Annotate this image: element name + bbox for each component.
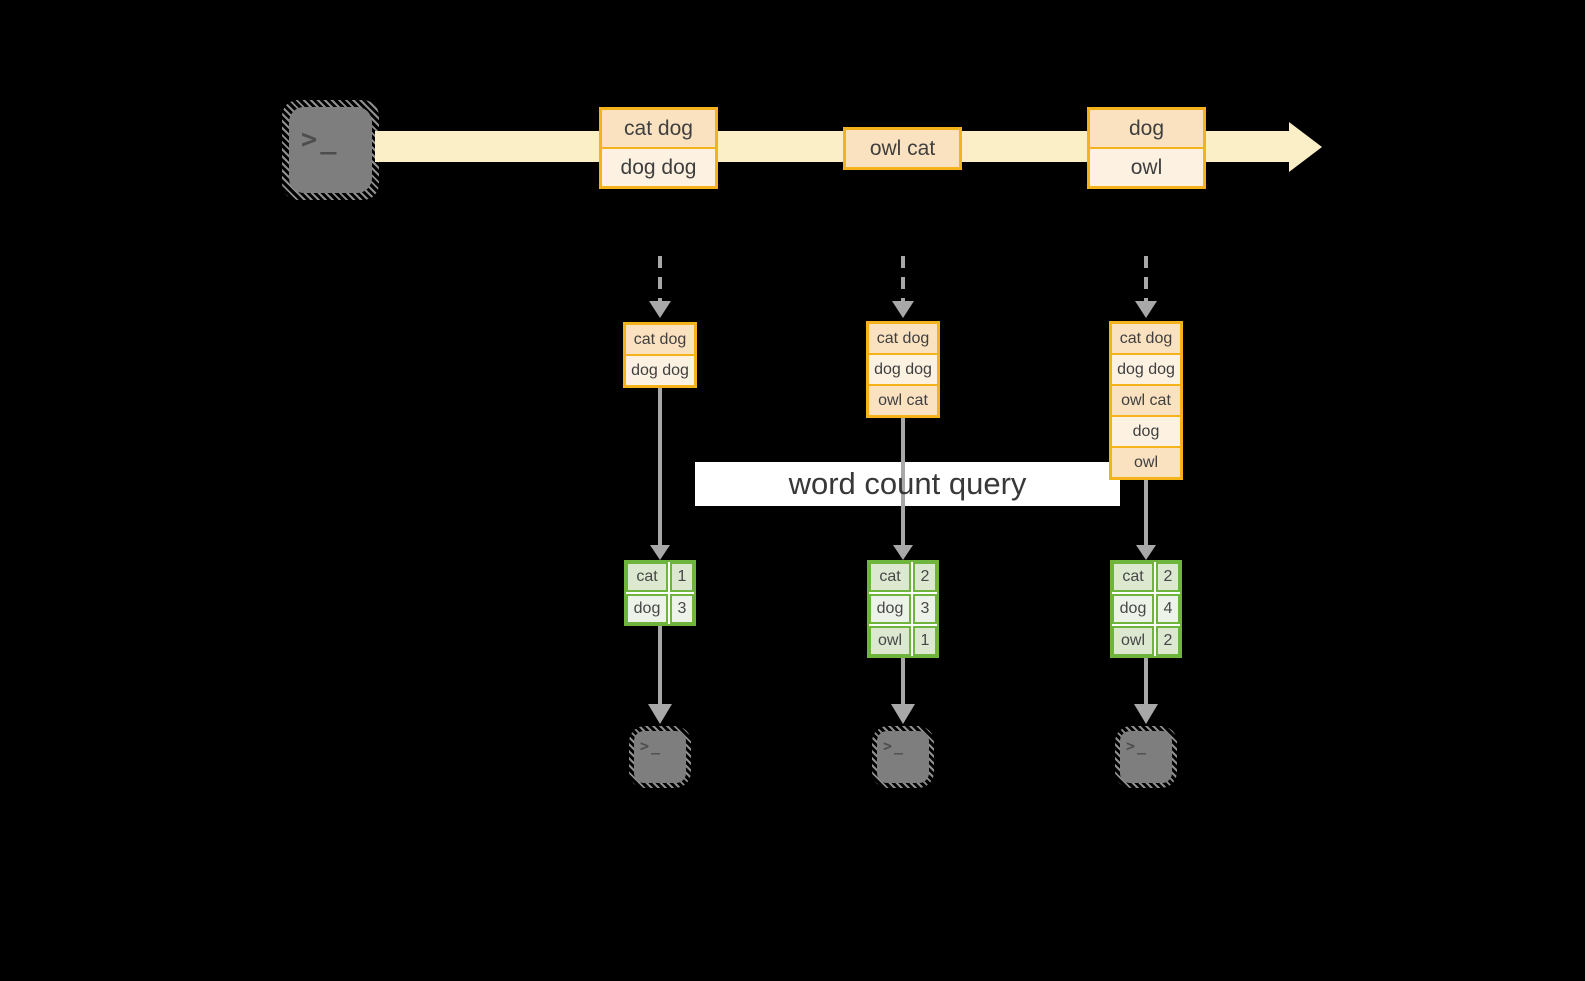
stream-record: dog dog [602,147,715,186]
input-stream-arrowhead-icon [1289,122,1322,172]
batch-stack-3: cat dog dog dog owl cat dog owl [1109,321,1183,480]
source-terminal-icon: >_ [282,100,379,200]
query-label: word count query [788,466,1027,501]
table-count-cell: 2 [1156,562,1180,592]
output-terminal-icon: >_ [872,726,934,788]
batch-record: cat dog [869,324,937,353]
output-arrowhead-icon [648,704,672,724]
table-word-cell: dog [1112,594,1154,624]
table-count-cell: 3 [670,594,694,624]
batch-dashed-line [658,256,662,302]
terminal-body [289,107,372,193]
table-word-cell: cat [1112,562,1154,592]
output-arrowhead-icon [1134,704,1158,724]
batch-record: cat dog [626,325,694,354]
batch-stack-2: cat dog dog dog owl cat [866,321,940,418]
batch-record: owl cat [869,384,937,415]
stream-record-box-3: dog owl [1087,107,1206,189]
output-flow-line [1144,658,1148,704]
batch-record: owl [1112,446,1180,477]
batch-record: dog dog [626,354,694,385]
table-word-cell: owl [869,626,911,656]
batch-dashed-arrowhead-icon [892,301,914,318]
batch-record: dog dog [1112,353,1180,384]
query-flow-arrowhead-icon [1136,545,1156,560]
table-count-cell: 3 [913,594,937,624]
table-word-cell: cat [869,562,911,592]
output-flow-line [901,658,905,704]
query-flow-arrowhead-icon [893,545,913,560]
terminal-prompt-glyph: >_ [1126,737,1149,755]
table-count-cell: 2 [1156,626,1180,656]
batch-record: dog [1112,415,1180,446]
terminal-body [877,731,929,783]
terminal-prompt-glyph: >_ [883,737,906,755]
batch-dashed-arrowhead-icon [649,301,671,318]
terminal-prompt-glyph: >_ [301,124,340,155]
stream-record-box-1: cat dog dog dog [599,107,718,189]
batch-record: cat dog [1112,324,1180,353]
stream-record: cat dog [602,110,715,147]
output-terminal-icon: >_ [629,726,691,788]
batch-record: owl cat [1112,384,1180,415]
batch-stack-1: cat dog dog dog [623,322,697,388]
batch-record: dog dog [869,353,937,384]
table-word-cell: cat [626,562,668,592]
table-count-cell: 1 [913,626,937,656]
batch-dashed-arrowhead-icon [1135,301,1157,318]
output-flow-line [658,626,662,704]
batch-dashed-line [1144,256,1148,302]
query-flow-line [1144,480,1148,546]
table-word-cell: owl [1112,626,1154,656]
output-arrowhead-icon [891,704,915,724]
stream-record: owl cat [846,130,959,167]
query-flow-arrowhead-icon [650,545,670,560]
word-count-table-1: cat 1 dog 3 [624,560,696,626]
query-flow-line [658,388,662,546]
word-count-table-3: cat 2 dog 4 owl 2 [1110,560,1182,658]
word-count-table-2: cat 2 dog 3 owl 1 [867,560,939,658]
terminal-prompt-glyph: >_ [640,737,663,755]
stream-record: owl [1090,147,1203,186]
table-count-cell: 4 [1156,594,1180,624]
terminal-body [634,731,686,783]
table-count-cell: 2 [913,562,937,592]
table-word-cell: dog [869,594,911,624]
stream-record: dog [1090,110,1203,147]
query-flow-line [901,418,905,546]
query-label-box [695,462,1120,506]
batch-dashed-line [901,256,905,302]
terminal-body [1120,731,1172,783]
table-word-cell: dog [626,594,668,624]
table-count-cell: 1 [670,562,694,592]
output-terminal-icon: >_ [1115,726,1177,788]
stream-record-box-2: owl cat [843,127,962,170]
